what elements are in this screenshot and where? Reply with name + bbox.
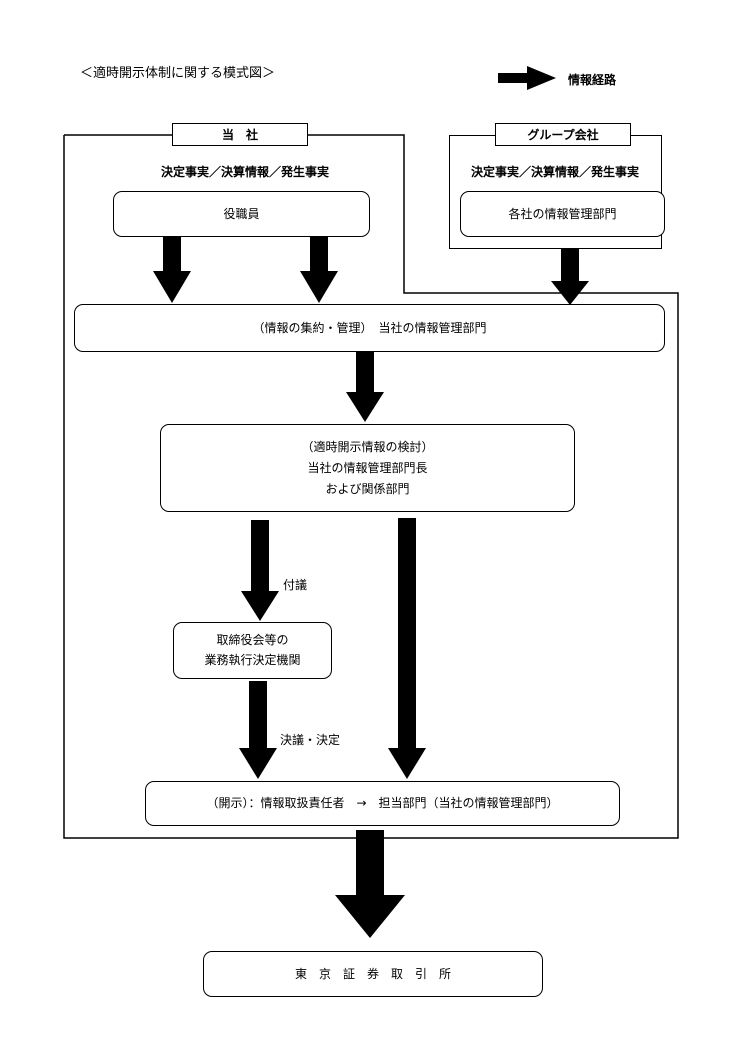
review-line-2: 当社の情報管理部門長 (307, 460, 428, 475)
board-line-2: 業務執行決定機関 (204, 652, 301, 667)
arrow-group-to-collection (551, 249, 589, 305)
review-line-3: および関係部門 (325, 481, 410, 496)
exchange-box: 東 京 証 券 取 引 所 (203, 951, 543, 997)
group-facts-heading: 決定事実／決算情報／発生事実 (470, 165, 639, 179)
diagram-title: ＜適時開示体制に関する模式図＞ (80, 66, 276, 81)
collection-label: （情報の集約・管理） 当社の情報管理部門 (252, 320, 487, 335)
arrow-review-to-board (241, 520, 279, 621)
review-box: （適時開示情報の検討） 当社の情報管理部門長 および関係部門 (160, 424, 575, 512)
arrow-disclosure-to-exchange (335, 830, 405, 938)
arrow-collection-to-review (346, 352, 384, 422)
disclosure-label: （開示）：情報取扱責任者 → 担当部門（当社の情報管理部門） (206, 796, 559, 810)
officers-label: 役職員 (223, 206, 260, 221)
group-tab: グループ会社 (495, 123, 631, 146)
company-facts-heading: 決定事実／決算情報／発生事実 (160, 165, 329, 179)
group-dept-label: 各社の情報管理部門 (508, 206, 617, 221)
arrow-review-to-disclosure (388, 518, 426, 779)
group-dept-box: 各社の情報管理部門 (460, 191, 665, 237)
arrow-officers-to-collection-left (153, 237, 191, 303)
collection-box: （情報の集約・管理） 当社の情報管理部門 (74, 304, 665, 352)
legend-arrow (498, 66, 556, 90)
board-line-1: 取締役会等の (216, 633, 289, 648)
submit-label: 付議 (283, 578, 308, 592)
review-line-1: （適時開示情報の検討） (301, 439, 434, 454)
board-box: 取締役会等の 業務執行決定機関 (173, 622, 332, 679)
officers-box: 役職員 (113, 191, 370, 237)
arrow-board-to-disclosure (239, 681, 277, 779)
disclosure-box: （開示）：情報取扱責任者 → 担当部門（当社の情報管理部門） (145, 781, 620, 826)
arrow-officers-to-collection-right (300, 237, 338, 303)
company-tab: 当 社 (172, 123, 308, 146)
decide-label: 決議・決定 (280, 733, 341, 747)
exchange-label: 東 京 証 券 取 引 所 (294, 966, 451, 981)
legend-label: 情報経路 (568, 73, 617, 87)
